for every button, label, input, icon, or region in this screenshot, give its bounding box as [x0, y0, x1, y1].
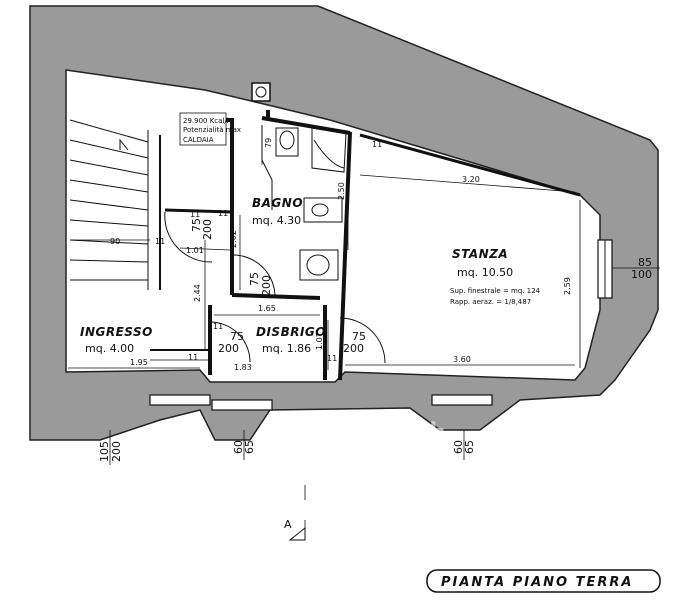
boiler-box — [179, 112, 227, 146]
dim-259: 2.59 — [563, 277, 572, 295]
door-bagno-bot: 200 — [260, 275, 273, 296]
title-box — [426, 569, 661, 593]
dim-250: 2.50 — [337, 182, 346, 200]
watermark: casa.it — [300, 412, 445, 463]
dimension-lines — [68, 130, 581, 540]
dim-107: 1.07 — [315, 332, 324, 350]
dim-11d: 11 — [213, 322, 223, 331]
door-stair-top: 75 — [190, 218, 203, 232]
stanza-area: mq. 10.50 — [457, 266, 513, 279]
dim-11b: 11 — [155, 237, 165, 246]
dim-360: 3.60 — [453, 355, 471, 364]
stanza-note2: Rapp. aeraz. = 1/8,487 — [450, 298, 531, 306]
dim-244: 2.44 — [193, 284, 202, 302]
dim-165: 1.65 — [258, 304, 276, 313]
win-bl-top: 105 — [98, 441, 111, 462]
win-right-bot: 100 — [631, 268, 652, 281]
ingresso-name: INGRESSO — [80, 325, 153, 339]
win-bl-bot: 200 — [110, 441, 123, 462]
stanza-name: STANZA — [452, 247, 508, 261]
disbrigo-area: mq. 1.86 — [262, 342, 311, 355]
dim-11c: 11 — [188, 353, 198, 362]
dim-79: 79 — [264, 138, 273, 148]
section-marker: A — [284, 518, 306, 541]
dim-195: 1.95 — [130, 358, 148, 367]
dim-101: 1.01 — [186, 246, 204, 255]
win-br-top: 60 — [452, 440, 465, 454]
disbrigo-name: DISBRIGO — [256, 325, 326, 339]
door-disb-left-top: 75 — [230, 330, 244, 343]
boiler-line3: CALDAIA — [183, 136, 214, 144]
interior-space — [65, 69, 601, 383]
stanza-note1: Sup. finestrale = mq. 124 — [450, 287, 541, 295]
win-br-bot: 65 — [463, 440, 476, 454]
plan-title: PIANTA PIANO TERRA — [441, 575, 633, 590]
bagno-name: BAGNO — [252, 196, 303, 210]
ingresso-area: mq. 4.00 — [85, 342, 134, 355]
section-marker-label: A — [284, 518, 292, 531]
door-disb-left-bot: 200 — [218, 342, 239, 355]
dim-183: 1.83 — [234, 363, 252, 372]
dim-11f: 11 — [218, 209, 228, 218]
door-disb-right-top: 75 — [352, 330, 366, 343]
door-stair-bot: 200 — [201, 219, 214, 240]
dim-90: 90 — [110, 237, 120, 246]
chimney-flue — [255, 86, 267, 98]
dim-11g: 11 — [190, 210, 200, 219]
bagno-area: mq. 4.30 — [252, 214, 301, 227]
dim-320: 3.20 — [462, 175, 480, 184]
dim-202: 2.02 — [229, 230, 238, 248]
chimney — [251, 82, 271, 102]
door-bagno-top: 75 — [248, 272, 261, 286]
staircase — [69, 119, 161, 290]
bathroom-fixtures — [275, 127, 347, 281]
boiler-line2: Potenzialità max — [183, 126, 241, 134]
win-bm-bot: 65 — [243, 440, 256, 454]
dim-11a: 11 — [372, 140, 382, 149]
dim-11e: 11 — [327, 354, 337, 363]
boiler-line1: 29.900 Kcal/h — [183, 117, 231, 125]
win-right-top: 85 — [638, 256, 652, 269]
windows — [149, 239, 613, 411]
door-disb-right-bot: 200 — [343, 342, 364, 355]
win-bm-top: 60 — [232, 440, 245, 454]
